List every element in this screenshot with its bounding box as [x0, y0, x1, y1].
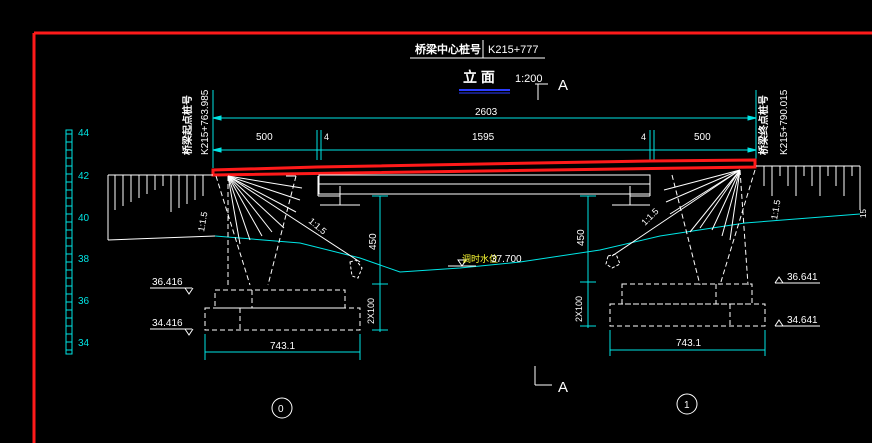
- right-footing-width: 743.1: [676, 338, 701, 349]
- center-stake-label: 桥梁中心桩号: [415, 42, 481, 56]
- fan-line: [665, 169, 741, 203]
- scale-label: 1:200: [515, 73, 543, 85]
- section-marker-top: A: [558, 77, 568, 94]
- edge-mark: 15: [859, 209, 868, 218]
- water-level-label: 调时水位: [462, 253, 498, 264]
- left-fan-lines: [227, 175, 361, 263]
- water-level-value: 37.700: [491, 254, 522, 265]
- right-pile: 2X100: [574, 296, 584, 322]
- fan-line: [227, 175, 251, 241]
- end-stake: 桥梁终点桩号 K215+790.015: [757, 89, 790, 155]
- start-stake-value: K215+763.985: [200, 89, 211, 155]
- ruler-34: 34: [78, 338, 90, 349]
- end-stake-label: 桥梁终点桩号: [757, 95, 770, 155]
- left-pile: 2X100: [366, 298, 376, 324]
- fan-line: [227, 175, 273, 233]
- start-stake-label: 桥梁起点桩号: [181, 95, 194, 155]
- right-fan-lines: [611, 169, 741, 257]
- abutment-1: 1: [684, 400, 690, 411]
- fan-line: [227, 175, 285, 229]
- fan-line: [227, 175, 241, 245]
- title-block: 桥梁中心桩号 K215+777 立 面 1:200 A: [410, 40, 568, 100]
- ruler-38: 38: [78, 254, 90, 265]
- fan-line: [227, 175, 301, 201]
- fan-line: [227, 175, 263, 237]
- bridge-deck: [211, 158, 757, 195]
- right-height: 450: [576, 229, 587, 246]
- drawing-frame: [32, 31, 872, 443]
- slope-label-4: 1:1.5: [769, 199, 782, 220]
- left-footing-width: 743.1: [270, 341, 295, 352]
- ruler-42: 42: [78, 171, 90, 182]
- elevation-view-title: 立 面: [463, 69, 495, 85]
- ruler-44: 44: [78, 128, 90, 139]
- vertical-dimensions: [372, 195, 596, 332]
- fan-line: [729, 169, 741, 241]
- right-top-elev: 36.641: [787, 272, 818, 283]
- fan-line: [689, 169, 741, 233]
- dim-left-span: 500: [256, 132, 273, 143]
- footing-labels: 743.1 743.1: [270, 338, 701, 352]
- top-dimension-labels: 2603 500 4 1595 4 500: [256, 107, 711, 143]
- top-dimensions: [212, 90, 757, 168]
- ground-hatching: [114, 166, 853, 212]
- water-level: 调时水位 37.700: [448, 253, 522, 267]
- fan-line: [663, 169, 741, 191]
- left-height: 450: [368, 233, 379, 250]
- slope-label-1: 1:1.5: [196, 211, 209, 232]
- left-abutment: [204, 175, 363, 331]
- footing-dimensions: [204, 330, 766, 360]
- fan-line: [611, 169, 741, 257]
- ground-right: [756, 165, 861, 210]
- left-bottom-elev: 34.416: [152, 318, 183, 329]
- section-marker-bottom: A: [558, 379, 568, 396]
- abutment-markers: 0 1: [271, 393, 698, 419]
- elevation-marks: [150, 276, 820, 336]
- dim-main-span: 1595: [472, 132, 495, 143]
- dim-right-span: 500: [694, 132, 711, 143]
- fan-line: [227, 175, 361, 263]
- left-top-elev: 36.416: [152, 277, 183, 288]
- dim-left-gap: 4: [324, 132, 329, 142]
- fan-line: [711, 169, 741, 231]
- fan-line: [721, 169, 741, 237]
- scale-ruler: 44 42 40 38 36 34: [65, 128, 90, 355]
- dim-right-gap: 4: [641, 132, 646, 142]
- start-stake: 桥梁起点桩号 K215+763.985: [181, 89, 211, 155]
- river-bed: [214, 213, 861, 273]
- right-bottom-elev: 34.641: [787, 315, 818, 326]
- ruler-40: 40: [78, 213, 90, 224]
- dim-total: 2603: [475, 107, 498, 118]
- slope-label-2: 1:1.5: [307, 216, 329, 237]
- right-abutment: [605, 169, 766, 327]
- slope-label-3: 1:1.5: [639, 206, 660, 227]
- fan-line: [699, 169, 741, 229]
- vertical-dimension-labels: 450 2X100 450 2X100: [366, 229, 587, 324]
- end-stake-value: K215+790.015: [779, 89, 790, 155]
- fan-line: [227, 175, 297, 213]
- abutment-0: 0: [278, 404, 284, 415]
- fan-line: [227, 175, 303, 189]
- section-marker-bottom-group: A: [534, 366, 568, 396]
- ruler-36: 36: [78, 296, 90, 307]
- center-stake-value: K215+777: [488, 44, 538, 56]
- elevation-labels: 36.416 34.416 36.641 34.641: [152, 272, 818, 329]
